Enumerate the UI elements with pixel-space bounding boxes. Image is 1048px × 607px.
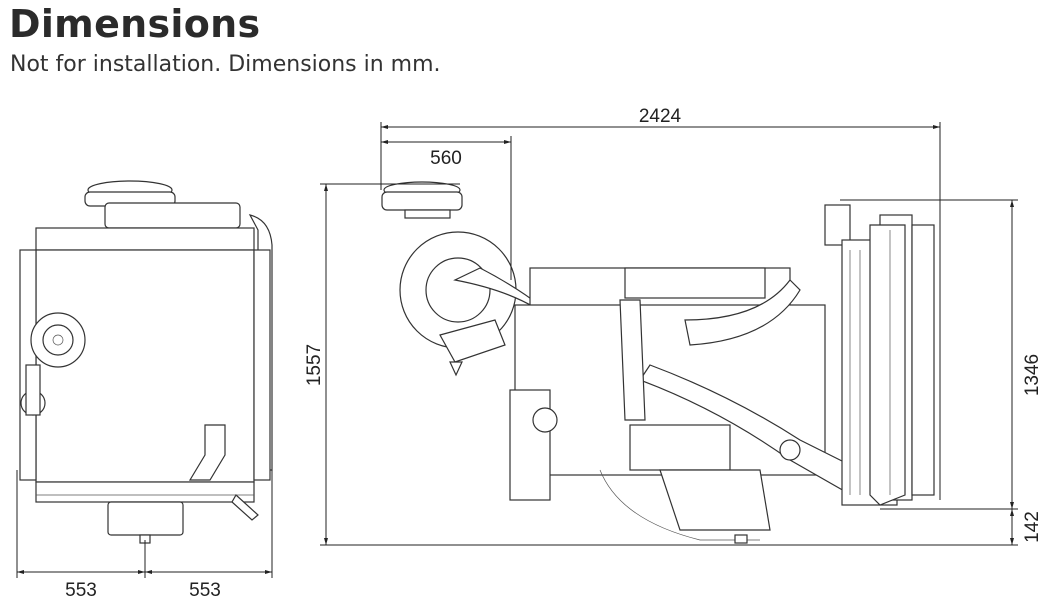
- front-width-right-label: 553: [189, 580, 221, 601]
- ground-clearance-label: 142: [1022, 511, 1043, 543]
- side-dimensions: [320, 122, 1018, 546]
- front-view-engine: [19, 180, 273, 544]
- air-filter-offset-label: 560: [430, 148, 462, 169]
- front-width-left-label: 553: [65, 580, 97, 601]
- overall-height-label: 1557: [304, 344, 325, 386]
- page-subtitle: Not for installation. Dimensions in mm.: [10, 52, 441, 77]
- page-title: Dimensions: [9, 2, 261, 46]
- side-view-engine: [381, 181, 935, 544]
- front-width-dimension: [16, 470, 273, 578]
- overall-length-label: 2424: [639, 106, 682, 127]
- radiator-height-label: 1346: [1022, 354, 1043, 396]
